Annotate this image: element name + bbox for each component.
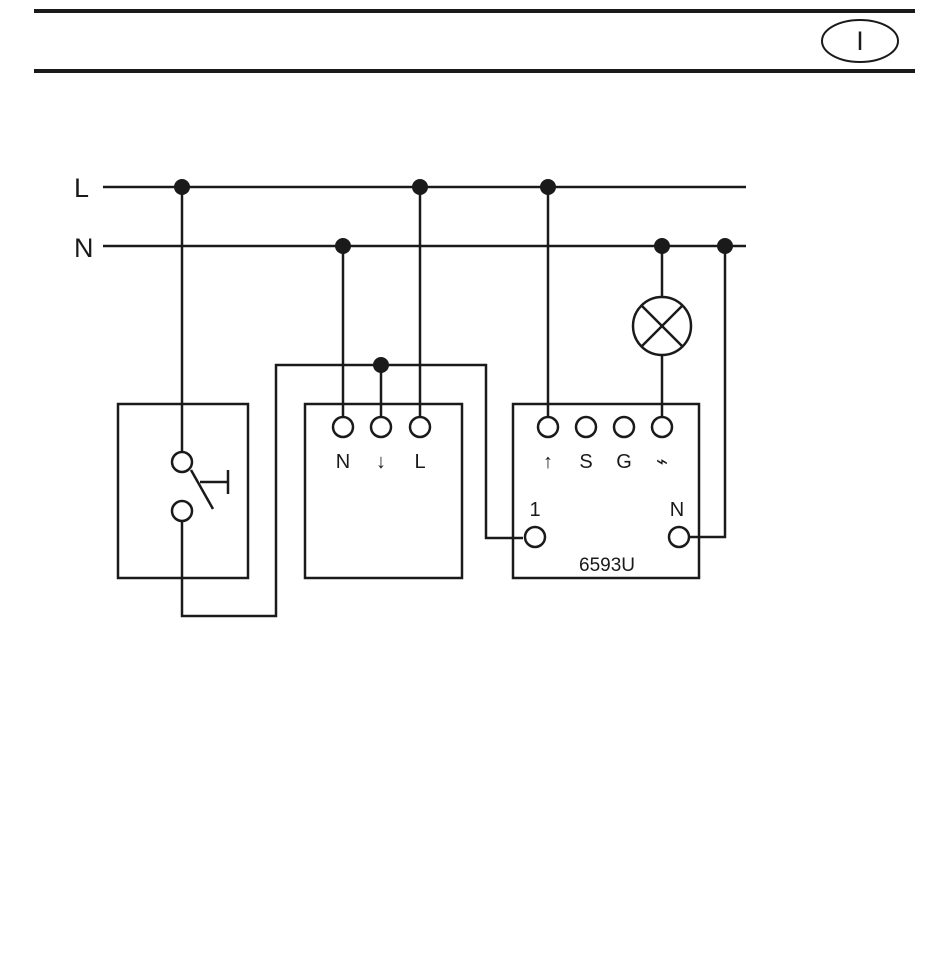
actuator-terminal-1: [525, 527, 545, 547]
header-badge-text: I: [856, 26, 864, 56]
junction-l-dimmer: [412, 179, 428, 195]
dimmer-terminal-l: [410, 417, 430, 437]
actuator-terminal-n: [669, 527, 689, 547]
junction-n-dimmer: [335, 238, 351, 254]
junction-l-switch: [174, 179, 190, 195]
dimmer-terminal-arrow: [371, 417, 391, 437]
actuator-label-n: N: [670, 499, 684, 521]
actuator-label-g: G: [616, 451, 632, 473]
junction-bridge: [373, 357, 389, 373]
actuator-terminal-up: [538, 417, 558, 437]
actuator-label-up: ↑: [543, 451, 553, 473]
junction-n-actuator: [717, 238, 733, 254]
rail-label-l: L: [74, 173, 89, 203]
actuator-terminal-g: [614, 417, 634, 437]
switch-terminal-top: [172, 452, 192, 472]
actuator-terminal-dimmed: [652, 417, 672, 437]
switch-terminal-bottom: [172, 501, 192, 521]
dimmer-label-n: N: [336, 451, 350, 473]
junction-n-lamp: [654, 238, 670, 254]
switch-contact-lever: [191, 470, 213, 509]
actuator-terminal-s: [576, 417, 596, 437]
actuator-label-s: S: [579, 451, 592, 473]
wire-actuator-n: [689, 246, 725, 537]
dimmer-label-l: L: [414, 451, 425, 473]
actuator-label-1: 1: [529, 499, 540, 521]
junction-l-actuator: [540, 179, 556, 195]
actuator-model-label: 6593U: [579, 555, 635, 576]
actuator-label-dimmed: ⌁: [656, 451, 668, 473]
wires: [182, 187, 725, 616]
rail-label-n: N: [74, 233, 94, 263]
dimmer-terminal-n: [333, 417, 353, 437]
dimmer-label-arrow: ↓: [376, 451, 386, 473]
